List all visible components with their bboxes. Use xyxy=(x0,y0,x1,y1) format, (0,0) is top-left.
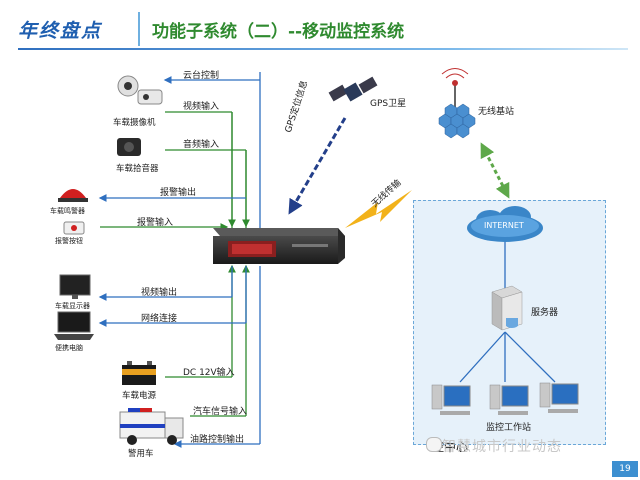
mic-label: 车载拾音器 xyxy=(116,164,159,174)
server-icon xyxy=(491,285,523,331)
internet-label: INTERNET xyxy=(484,221,524,230)
alarm-out-label: 报警输出 xyxy=(160,188,197,198)
dc-in-label: DC 12V输入 xyxy=(183,368,235,378)
audio-in-label: 音频输入 xyxy=(183,140,220,150)
alarm-button-label: 报警按钮 xyxy=(55,237,83,245)
alarm-in-label: 报警输入 xyxy=(137,218,174,228)
microphone-icon xyxy=(117,138,141,156)
wireless-bolt xyxy=(345,190,412,228)
workstation-icon-2 xyxy=(489,384,529,415)
alarm-siren-icon xyxy=(58,189,88,202)
wechat-icon xyxy=(426,437,442,452)
watermark-text: 智慧城市行业动态 xyxy=(442,439,562,455)
network-label: 网络连接 xyxy=(141,314,178,324)
fuel-ctrl-label: 油路控制输出 xyxy=(190,435,245,445)
header-subtitle: 功能子系统（二）--移动监控系统 xyxy=(152,22,405,42)
display-label: 车载显示器 xyxy=(55,302,90,310)
video-in-label: 视频输入 xyxy=(183,102,220,112)
base-station-link xyxy=(480,142,510,199)
camera-label: 车载摄像机 xyxy=(113,118,156,128)
police-car-icon xyxy=(119,408,184,445)
battery-label: 车载电源 xyxy=(122,391,157,401)
display-monitor-icon xyxy=(59,274,91,299)
workstation-label: 监控工作站 xyxy=(486,423,532,433)
laptop-icon xyxy=(54,311,94,340)
car-signal-label: 汽车信号输入 xyxy=(193,407,248,417)
gps-satellite-icon xyxy=(328,76,378,102)
header-title: 年终盘点 xyxy=(18,20,103,42)
police-car-label: 警用车 xyxy=(128,449,154,459)
gps-signal-arrow xyxy=(288,117,347,215)
mobile-dvr-unit xyxy=(213,228,345,264)
base-station-icon xyxy=(438,68,476,139)
header-underline xyxy=(18,48,628,50)
alarm-label: 车载鸣警器 xyxy=(50,207,85,215)
header-separator xyxy=(138,12,140,46)
camera-icon xyxy=(117,75,163,105)
alarm-button-icon xyxy=(63,221,85,235)
video-out-label: 视频输出 xyxy=(141,288,178,298)
internet-cloud-icon xyxy=(467,206,543,242)
gps-satellite-label: GPS卫星 xyxy=(370,99,407,109)
ptz-control-label: 云台控制 xyxy=(183,71,220,81)
server-label: 服务器 xyxy=(531,308,559,318)
workstation-icon-1 xyxy=(431,384,471,415)
laptop-label: 便携电脑 xyxy=(55,344,83,352)
base-station-label: 无线基站 xyxy=(478,107,515,117)
battery-icon xyxy=(122,361,156,385)
workstation-icon-3 xyxy=(539,382,579,413)
page-number: 19 xyxy=(612,461,638,477)
